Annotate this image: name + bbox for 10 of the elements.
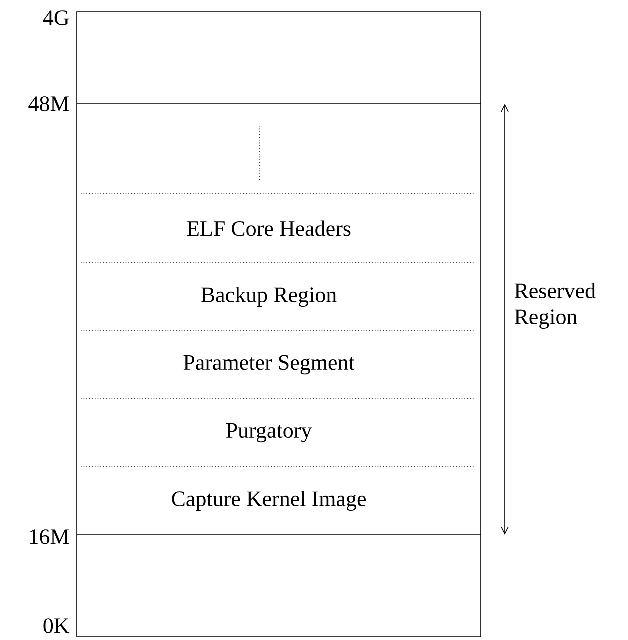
- memory-region: Backup Region: [202, 287, 337, 307]
- address-label: 4G: [43, 10, 70, 26]
- address-label: 0K: [44, 618, 70, 634]
- memory-region: ELF Core Headers: [187, 220, 351, 236]
- memory-region: Purgatory: [226, 423, 312, 443]
- memory-region: Parameter Segment: [184, 355, 355, 375]
- region-label: Reserved Region: [514, 283, 596, 329]
- address-label: 16M: [30, 530, 70, 544]
- memory-region: Capture Kernel Image: [172, 491, 366, 511]
- address-label: 48M: [28, 96, 70, 112]
